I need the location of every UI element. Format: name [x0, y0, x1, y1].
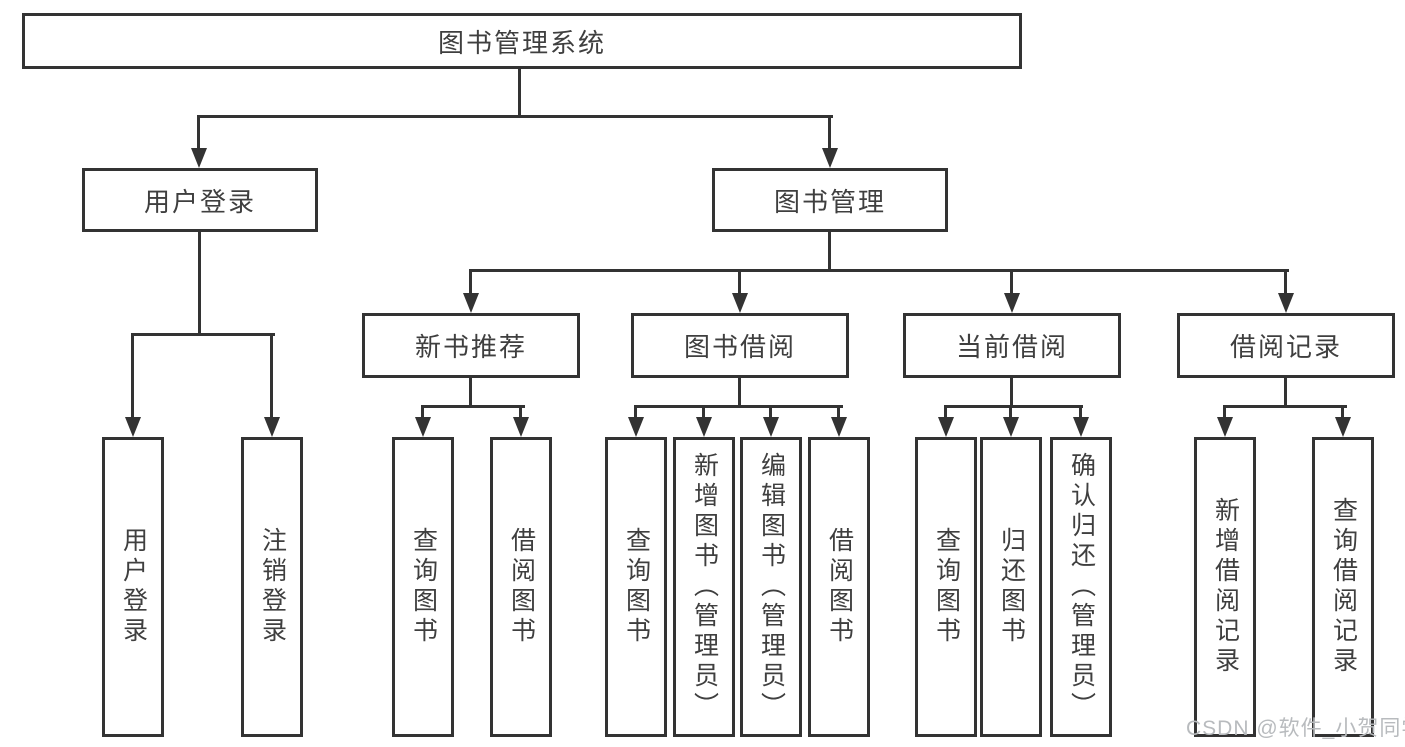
node-root: 图书管理系统	[22, 13, 1022, 69]
arrow-down-icon	[1003, 417, 1019, 437]
leaf-newrec-borrow-books: 借阅图书	[490, 437, 552, 737]
connector-bookmgmt-stem	[828, 232, 831, 271]
connector-userlogin-stem	[198, 232, 201, 335]
node-current-borrow: 当前借阅	[903, 313, 1121, 378]
leaf-current-return-books: 归还图书	[980, 437, 1042, 737]
connector-root-bar	[197, 115, 833, 118]
arrow-down-icon	[191, 148, 207, 168]
leaf-logout-login: 注销登录	[241, 437, 303, 737]
node-borrow-records-label: 借阅记录	[1229, 332, 1342, 362]
node-current-borrow-label: 当前借阅	[955, 332, 1068, 362]
connector-bookmgmt-stub	[1284, 269, 1287, 295]
leaf-logout-login-label: 注销登录	[258, 527, 287, 647]
connector-records-stub	[1223, 405, 1226, 419]
leaf-records-query-record-label: 查询借阅记录	[1329, 497, 1358, 677]
connector-borrow-stem	[738, 378, 741, 407]
connector-newrec-stem	[469, 378, 472, 407]
connector-records-stem	[1284, 378, 1287, 407]
csdn-watermark: CSDN @软件_小贺同学	[1186, 717, 1405, 740]
leaf-borrow-edit-books-admin: 编辑图书（管理员）	[740, 437, 802, 737]
connector-bookmgmt-stub	[1010, 269, 1013, 295]
leaf-current-query-books-label: 查询图书	[932, 527, 961, 647]
connector-bookmgmt-stub	[469, 269, 472, 295]
arrow-down-icon	[1004, 293, 1020, 313]
leaf-records-add-record: 新增借阅记录	[1194, 437, 1256, 737]
arrow-down-icon	[264, 417, 280, 437]
connector-current-bar	[944, 405, 1083, 408]
connector-records-bar	[1223, 405, 1347, 408]
node-user-login: 用户登录	[82, 168, 318, 232]
leaf-current-query-books: 查询图书	[915, 437, 977, 737]
leaf-current-confirm-return-admin: 确认归还（管理员）	[1050, 437, 1112, 737]
leaf-current-return-books-label: 归还图书	[997, 527, 1026, 647]
arrow-down-icon	[822, 148, 838, 168]
connector-current-stub	[944, 405, 947, 419]
leaf-borrow-add-books-admin-label: 新增图书（管理员）	[690, 452, 719, 722]
arrow-down-icon	[1073, 417, 1089, 437]
connector-newrec-stub	[519, 405, 522, 419]
node-book-borrow-label: 图书借阅	[683, 332, 796, 362]
arrow-down-icon	[831, 417, 847, 437]
leaf-user-login-label: 用户登录	[119, 527, 148, 647]
connector-root-right-stub	[828, 115, 831, 150]
node-user-login-label: 用户登录	[143, 186, 256, 217]
leaf-borrow-edit-books-admin-label: 编辑图书（管理员）	[757, 452, 786, 722]
arrow-down-icon	[628, 417, 644, 437]
node-root-label: 图书管理系统	[437, 27, 606, 58]
connector-current-stem	[1010, 378, 1013, 407]
connector-root-stem	[518, 68, 521, 117]
leaf-borrow-query-books-label: 查询图书	[622, 527, 651, 647]
leaf-newrec-query-books: 查询图书	[392, 437, 454, 737]
leaf-records-query-record: 查询借阅记录	[1312, 437, 1374, 737]
connector-userlogin-bar	[131, 333, 275, 336]
connector-current-stub	[1009, 405, 1012, 419]
leaf-current-confirm-return-admin-label: 确认归还（管理员）	[1067, 452, 1096, 722]
arrow-down-icon	[125, 417, 141, 437]
node-book-management: 图书管理	[712, 168, 948, 232]
leaf-records-add-record-label: 新增借阅记录	[1211, 497, 1240, 677]
connector-borrow-stub	[837, 405, 840, 419]
arrow-down-icon	[1335, 417, 1351, 437]
leaf-user-login: 用户登录	[102, 437, 164, 737]
connector-current-stub	[1079, 405, 1082, 419]
connector-userlogin-stub	[131, 333, 134, 419]
arrow-down-icon	[463, 293, 479, 313]
connector-borrow-bar	[634, 405, 843, 408]
leaf-newrec-query-books-label: 查询图书	[409, 527, 438, 647]
arrow-down-icon	[732, 293, 748, 313]
node-new-book-recommend-label: 新书推荐	[414, 332, 527, 362]
connector-bookmgmt-bar	[469, 269, 1289, 272]
arrow-down-icon	[1217, 417, 1233, 437]
leaf-newrec-borrow-books-label: 借阅图书	[507, 527, 536, 647]
connector-userlogin-stub	[270, 333, 273, 419]
arrow-down-icon	[1278, 293, 1294, 313]
leaf-borrow-borrow-books: 借阅图书	[808, 437, 870, 737]
node-new-book-recommend: 新书推荐	[362, 313, 580, 378]
leaf-borrow-borrow-books-label: 借阅图书	[825, 527, 854, 647]
connector-bookmgmt-stub	[738, 269, 741, 295]
arrow-down-icon	[415, 417, 431, 437]
connector-borrow-stub	[702, 405, 705, 419]
arrow-down-icon	[696, 417, 712, 437]
connector-borrow-stub	[769, 405, 772, 419]
arrow-down-icon	[763, 417, 779, 437]
leaf-borrow-add-books-admin: 新增图书（管理员）	[673, 437, 735, 737]
connector-borrow-stub	[634, 405, 637, 419]
node-book-borrow: 图书借阅	[631, 313, 849, 378]
connector-newrec-bar	[421, 405, 525, 408]
node-book-management-label: 图书管理	[773, 186, 886, 217]
connector-records-stub	[1341, 405, 1344, 419]
arrow-down-icon	[938, 417, 954, 437]
connector-newrec-stub	[421, 405, 424, 419]
node-borrow-records: 借阅记录	[1177, 313, 1395, 378]
leaf-borrow-query-books: 查询图书	[605, 437, 667, 737]
arrow-down-icon	[513, 417, 529, 437]
connector-root-left-stub	[197, 115, 200, 150]
